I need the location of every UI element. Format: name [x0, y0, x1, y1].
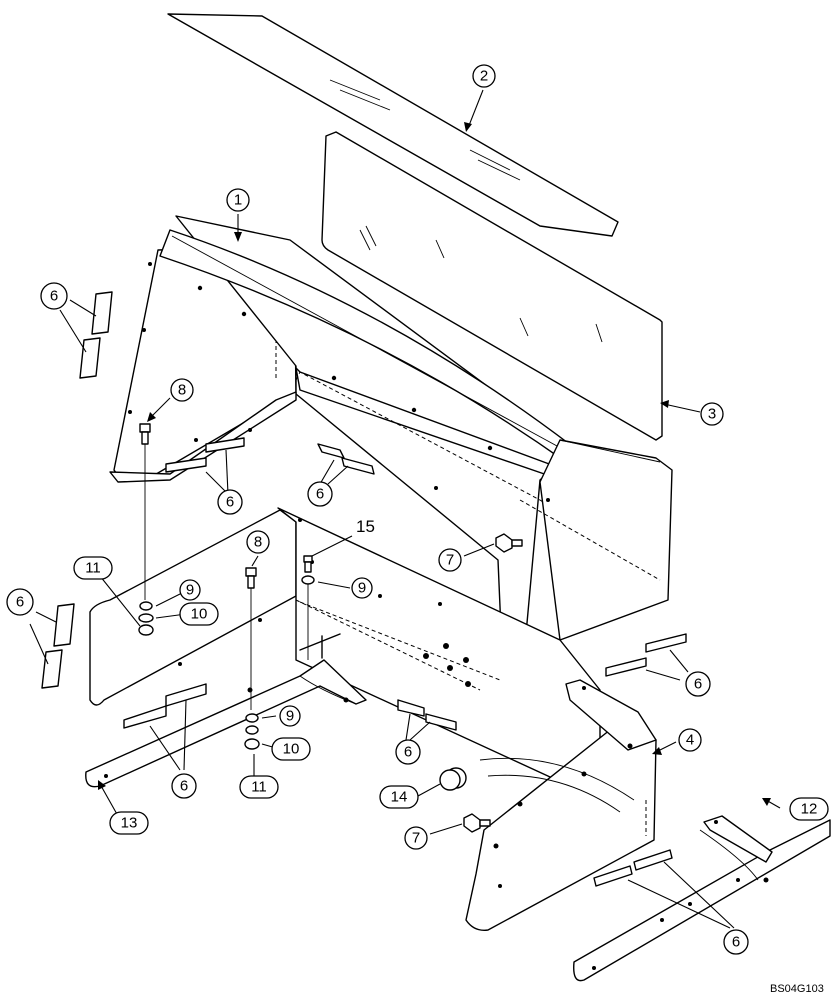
callout-9-a-label: 9 [186, 582, 194, 599]
callout-7-b: 7 [404, 826, 428, 850]
callout-6-f: 6 [395, 739, 421, 765]
part-2-top-panel [167, 13, 619, 237]
callout-8-b-label: 8 [254, 534, 262, 551]
callout-12: 12 [789, 797, 829, 821]
callout-13-label: 13 [121, 815, 138, 832]
callout-6-h: 6 [723, 929, 749, 955]
fastener-bolt-7a [495, 533, 523, 553]
callout-4: 4 [678, 728, 702, 752]
callout-8-a-label: 8 [178, 382, 186, 399]
callout-6-a: 6 [40, 282, 68, 310]
callout-9-c-label: 9 [286, 708, 294, 725]
part-12-rail [573, 815, 831, 982]
callout-10-b: 10 [271, 737, 311, 761]
callout-7-b-label: 7 [412, 830, 420, 847]
callout-6-e-label: 6 [180, 778, 188, 795]
callout-6-c-label: 6 [316, 486, 324, 503]
fastener-bolt-8b [245, 567, 257, 710]
callout-6-a-label: 6 [50, 288, 58, 305]
callout-12-label: 12 [801, 801, 818, 818]
callout-6-h-label: 6 [732, 934, 740, 951]
callout-10-a: 10 [179, 602, 219, 626]
part-1-upper-shroud [109, 215, 673, 706]
callout-6-b-label: 6 [226, 494, 234, 511]
callout-11-a-label: 11 [85, 560, 101, 577]
leader-lines [29, 89, 781, 929]
callout-9-b-label: 9 [358, 580, 366, 597]
callout-11-b: 11 [239, 775, 279, 799]
callout-10-a-label: 10 [191, 606, 208, 623]
part-4-right-box [423, 643, 657, 931]
callout-6-g: 6 [685, 671, 711, 697]
callout-9-a: 9 [179, 579, 201, 601]
part-6-pads [41, 291, 687, 887]
fastener-bolt-8a [139, 423, 151, 600]
callout-13: 13 [109, 811, 149, 835]
callout-14-label: 14 [391, 789, 408, 806]
callout-11-b-label: 11 [251, 779, 267, 796]
callout-7-a-label: 7 [446, 552, 454, 569]
callout-14: 14 [379, 785, 419, 809]
callout-6-b: 6 [217, 489, 243, 515]
callout-3-label: 3 [708, 406, 716, 423]
callout-1: 1 [226, 188, 250, 212]
part-3-front-glass [321, 131, 663, 441]
callout-8-b: 8 [246, 530, 270, 554]
figure-reference: BS04G103 [770, 983, 824, 995]
callout-4-label: 4 [686, 732, 694, 749]
fastener-bolt-7b [463, 813, 491, 833]
callout-2-label: 2 [480, 68, 488, 85]
callout-9-b: 9 [351, 577, 373, 599]
callout-11-a: 11 [73, 556, 113, 580]
callout-2: 2 [472, 64, 496, 88]
part-14-plug [439, 767, 467, 791]
callout-6-d-label: 6 [16, 594, 24, 611]
callout-6-c: 6 [307, 481, 333, 507]
label-15: 15 [356, 517, 375, 536]
callout-6-g-label: 6 [694, 676, 702, 693]
callout-6-e: 6 [171, 773, 197, 799]
callout-3: 3 [700, 402, 724, 426]
fastener-bolt-15 [303, 555, 313, 660]
callout-7-a: 7 [438, 548, 462, 572]
fastener-washers-nuts [138, 575, 315, 750]
callout-8-a: 8 [170, 378, 194, 402]
callout-1-label: 1 [234, 192, 242, 209]
callout-9-c: 9 [279, 705, 301, 727]
callout-6-d: 6 [6, 588, 34, 616]
callout-6-f-label: 6 [404, 744, 412, 761]
callout-10-b-label: 10 [283, 741, 300, 758]
